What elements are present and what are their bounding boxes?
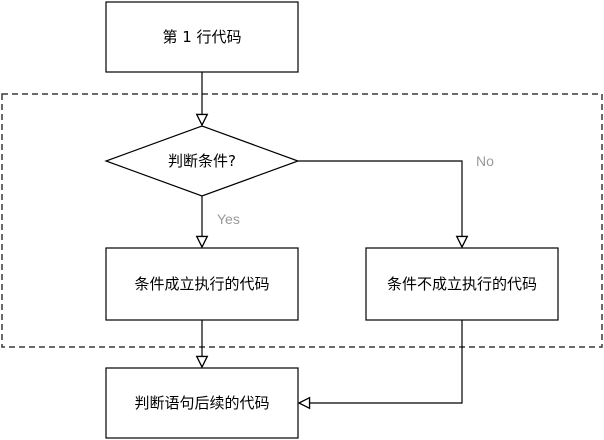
node-first-line-label: 第 1 行代码 [162, 28, 241, 46]
edge-false-to-after [299, 320, 463, 403]
node-after-label: 判断语句后续的代码 [134, 394, 269, 412]
node-true-branch-label: 条件成立执行的代码 [134, 275, 269, 293]
node-false-branch-label: 条件不成立执行的代码 [387, 275, 537, 293]
node-true-branch: 条件成立执行的代码 [105, 247, 299, 321]
node-decision-label: 判断条件? [168, 152, 236, 170]
node-false-branch: 条件不成立执行的代码 [365, 247, 559, 321]
edge-label-no: No [476, 153, 494, 169]
node-decision: 判断条件? [104, 125, 300, 197]
node-first-line: 第 1 行代码 [105, 1, 299, 73]
edge-decision-to-false [298, 160, 462, 247]
edge-label-yes: Yes [217, 211, 240, 227]
condition-region-border [1, 93, 603, 348]
node-after: 判断语句后续的代码 [105, 367, 299, 439]
